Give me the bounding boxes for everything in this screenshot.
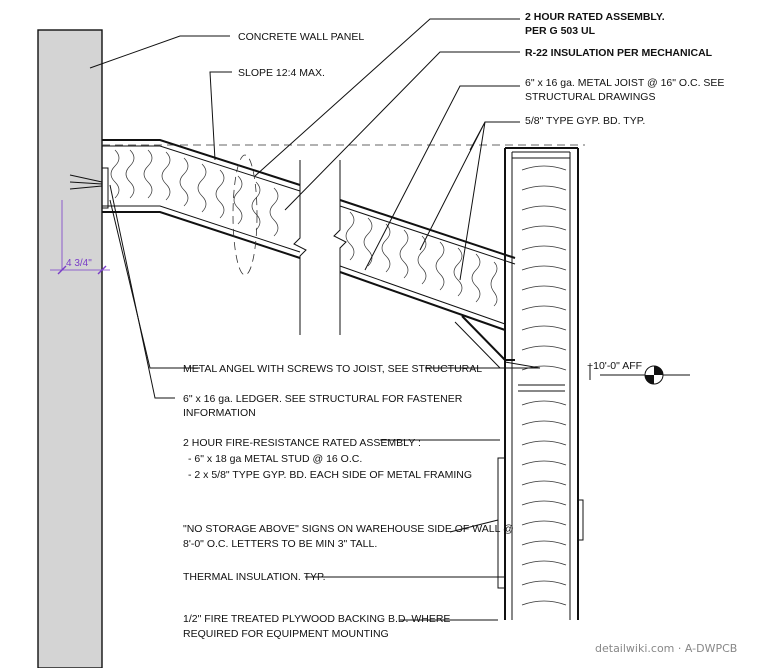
elevation-marker bbox=[600, 365, 690, 385]
label-fire-title: 2 HOUR FIRE-RESISTANCE RATED ASSEMBLY : bbox=[183, 437, 421, 449]
ledger bbox=[69, 167, 109, 209]
label-joist-2: STRUCTURAL DRAWINGS bbox=[525, 91, 655, 103]
label-storage-1: "NO STORAGE ABOVE" SIGNS ON WAREHOUSE SI… bbox=[183, 523, 514, 535]
label-gyp: 5/8" TYPE GYP. BD. TYP. bbox=[525, 115, 645, 127]
concrete-wall-panel bbox=[37, 29, 103, 668]
label-ledger-1: 6" x 16 ga. LEDGER. SEE STRUCTURAL FOR F… bbox=[183, 393, 463, 405]
label-storage-2: 8'-0" O.C. LETTERS TO BE MIN 3" TALL. bbox=[183, 538, 377, 550]
label-plywood-1: 1/2" FIRE TREATED PLYWOOD BACKING B.D. W… bbox=[183, 613, 450, 625]
label-slope: SLOPE 12:4 MAX. bbox=[238, 67, 325, 79]
dimension-line bbox=[50, 200, 110, 275]
label-concrete-panel: CONCRETE WALL PANEL bbox=[238, 31, 364, 43]
break-line bbox=[232, 154, 347, 335]
roof-assembly bbox=[102, 139, 516, 369]
stud-wall bbox=[497, 147, 584, 620]
label-fire-item-1: - 6" x 18 ga METAL STUD @ 16 O.C. bbox=[188, 453, 362, 465]
label-fire-item-2: - 2 x 5/8" TYPE GYP. BD. EACH SIDE OF ME… bbox=[188, 469, 472, 481]
leader-lines bbox=[89, 18, 591, 621]
label-thermal: THERMAL INSULATION. TYP. bbox=[183, 571, 326, 583]
label-insulation: R-22 INSULATION PER MECHANICAL bbox=[525, 47, 713, 59]
label-plywood-2: REQUIRED FOR EQUIPMENT MOUNTING bbox=[183, 628, 389, 640]
label-angle: METAL ANGEL WITH SCREWS TO JOIST, SEE ST… bbox=[183, 363, 482, 375]
label-joist-1: 6" x 16 ga. METAL JOIST @ 16" O.C. SEE bbox=[525, 77, 724, 89]
label-assembly-1: 2 HOUR RATED ASSEMBLY. bbox=[525, 11, 665, 23]
label-elevation: +10'-0" AFF bbox=[587, 360, 642, 372]
watermark: detailwiki.com · A-DWPCB bbox=[595, 642, 737, 655]
label-dimension: 4 3/4" bbox=[66, 258, 92, 269]
label-assembly-2: PER G 503 UL bbox=[525, 25, 596, 37]
label-ledger-2: INFORMATION bbox=[183, 407, 256, 419]
